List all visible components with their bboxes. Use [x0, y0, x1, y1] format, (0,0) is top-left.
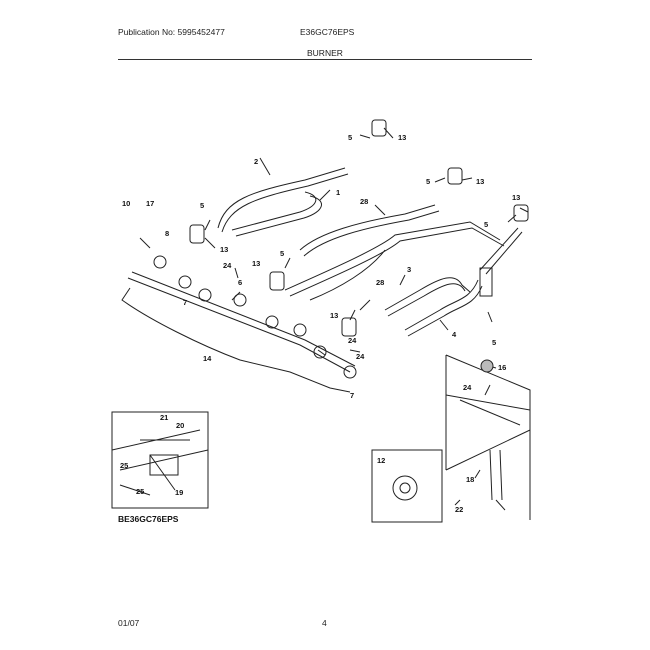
callout-24a: 24 — [223, 261, 232, 270]
gas-tube-4 — [404, 279, 479, 331]
callout-6: 6 — [238, 278, 242, 287]
callout-13e: 13 — [252, 259, 260, 268]
callout-24b: 24 — [348, 336, 357, 345]
inset-model-label: BE36GC76EPS — [118, 514, 179, 524]
gas-tube-1 — [231, 191, 317, 231]
header-rule — [118, 59, 532, 60]
callout-5b: 5 — [426, 177, 430, 186]
gas-tube-28b — [309, 249, 386, 301]
callout-16: 16 — [498, 363, 506, 372]
section-title: BURNER — [307, 48, 343, 58]
callout-14: 14 — [203, 354, 212, 363]
callout-28b: 28 — [376, 278, 384, 287]
gas-tube-2 — [217, 167, 346, 229]
callout-5f: 5 — [492, 338, 496, 347]
callout-13f: 13 — [330, 311, 338, 320]
callout-28a: 28 — [360, 197, 368, 206]
callout-8: 8 — [165, 229, 169, 238]
callout-25a: 25 — [120, 461, 128, 470]
gas-tube-3 — [384, 277, 471, 311]
inset-frame-right — [445, 354, 531, 520]
footer-page-number: 4 — [322, 618, 327, 628]
callout-17: 17 — [146, 199, 154, 208]
callout-2: 2 — [254, 157, 258, 166]
inset-frame-12 — [371, 449, 443, 523]
gas-tube-long — [284, 221, 501, 291]
callout-5d: 5 — [200, 201, 204, 210]
callout-13d: 13 — [220, 245, 228, 254]
callout-5c: 5 — [484, 220, 488, 229]
callout-12: 12 — [377, 456, 385, 465]
callout-13a: 13 — [398, 133, 406, 142]
callout-7b: 7 — [350, 391, 354, 400]
right-riser — [479, 227, 523, 275]
callout-19: 19 — [175, 488, 183, 497]
valve-group — [153, 255, 357, 379]
callout-21: 21 — [160, 413, 168, 422]
callout-3: 3 — [407, 265, 411, 274]
callout-24c: 24 — [356, 352, 365, 361]
burner-box-outline — [121, 287, 351, 393]
publication-number: Publication No: 5995452477 — [118, 27, 225, 37]
callout-20: 20 — [176, 421, 184, 430]
callout-labels: 1 2 3 4 5 5 5 5 5 5 6 7 7 8 10 12 13 13 … — [120, 133, 520, 514]
callout-5e: 5 — [280, 249, 284, 258]
callout-10: 10 — [122, 199, 130, 208]
callout-22: 22 — [455, 505, 463, 514]
callout-13b: 13 — [476, 177, 484, 186]
callout-13c: 13 — [512, 193, 520, 202]
callout-1: 1 — [336, 188, 340, 197]
callout-18: 18 — [466, 475, 474, 484]
callout-7a: 7 — [183, 298, 187, 307]
footer-date: 01/07 — [118, 618, 140, 628]
inset-frame-left — [111, 411, 209, 509]
model-number: E36GC76EPS — [300, 27, 355, 37]
gas-tube-28 — [299, 204, 436, 251]
callout-25b: 25 — [136, 487, 144, 496]
callout-24d: 24 — [463, 383, 472, 392]
callout-4: 4 — [452, 330, 457, 339]
callout-5a: 5 — [348, 133, 352, 142]
manifold-bar — [127, 271, 356, 373]
orifice-holders — [189, 119, 529, 337]
